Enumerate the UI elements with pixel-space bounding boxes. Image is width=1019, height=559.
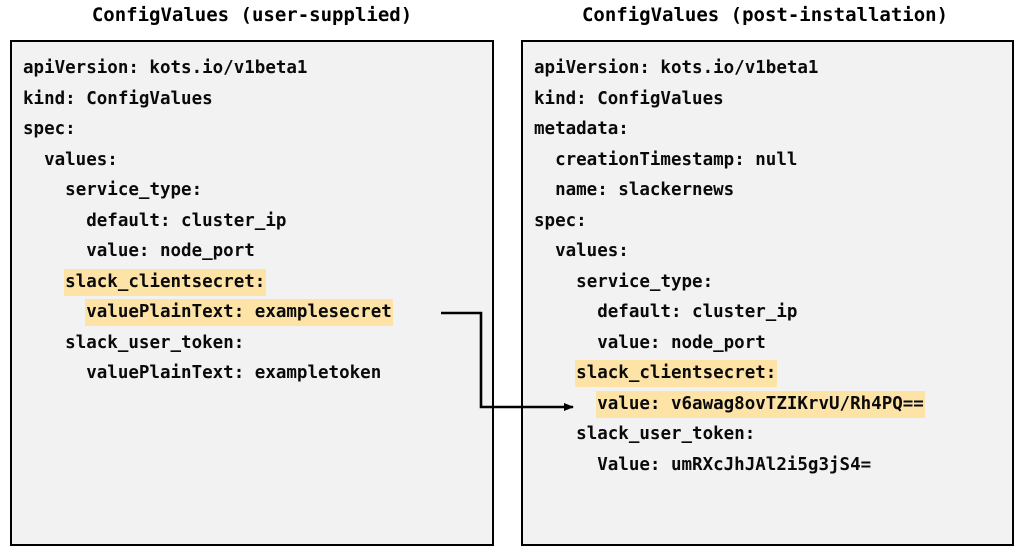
left-code-text: values: — [44, 149, 118, 170]
right-code-text: slack_user_token: — [576, 424, 756, 444]
right-code-indent — [534, 241, 555, 261]
right-code-text: creationTimestamp: null — [555, 149, 798, 170]
right-code-line: slack_clientsecret: — [534, 358, 1012, 389]
right-code-text-highlighted: slack_clientsecret: — [576, 361, 777, 386]
right-code-text: kind: ConfigValues — [534, 88, 724, 109]
right-code-indent — [534, 455, 597, 475]
right-code-text: service_type: — [576, 271, 714, 292]
left-code-line: service_type: — [23, 175, 492, 206]
left-code-text: default: cluster_ip — [86, 210, 287, 231]
left-code-indent — [23, 272, 65, 292]
left-code-text-highlighted: valuePlainText: examplesecret — [86, 300, 392, 325]
left-code-indent — [23, 333, 65, 353]
right-code-indent — [534, 394, 597, 414]
right-code-line: values: — [534, 236, 1012, 267]
right-code-text: name: slackernews — [555, 180, 735, 200]
left-panel-title: ConfigValues (user-supplied) — [91, 4, 413, 26]
left-code-indent — [23, 302, 86, 322]
right-code-text: metadata: — [534, 119, 629, 139]
right-code-line: spec: — [534, 206, 1012, 237]
right-code-indent — [534, 302, 597, 322]
left-code-box: apiVersion: kots.io/v1beta1 kind: ConfigV… — [10, 40, 494, 546]
right-code-box: apiVersion: kots.io/v1beta1 kind: ConfigV… — [521, 40, 1014, 546]
right-code-text: default: cluster_ip — [597, 302, 798, 322]
right-panel: ConfigValues (post-installation) apiVers… — [511, 0, 1019, 559]
right-code-line: value: node_port — [534, 328, 1012, 359]
right-code-indent — [534, 180, 555, 200]
right-code-indent — [534, 424, 576, 444]
left-code-text: apiVersion: kots.io/v1beta1 — [23, 58, 308, 78]
right-code-lines: apiVersion: kots.io/v1beta1 kind: ConfigV… — [534, 53, 1012, 480]
right-code-line: apiVersion: kots.io/v1beta1 — [534, 53, 1012, 84]
right-code-line: slack_user_token: — [534, 419, 1012, 450]
right-code-line: kind: ConfigValues — [534, 84, 1012, 115]
left-code-text: service_type: — [65, 180, 203, 200]
left-code-line: default: cluster_ip — [23, 206, 492, 237]
left-code-lines: apiVersion: kots.io/v1beta1 kind: ConfigV… — [23, 53, 492, 389]
right-code-indent — [534, 363, 576, 383]
right-code-text-highlighted: value: v6awag8ovTZIKrvU/Rh4PQ== — [597, 391, 924, 417]
left-panel: ConfigValues (user-supplied) apiVersion:… — [0, 0, 504, 559]
right-code-text: value: node_port — [597, 332, 766, 353]
right-code-indent — [534, 150, 555, 170]
left-code-line: slack_clientsecret: — [23, 267, 492, 298]
right-code-line: creationTimestamp: null — [534, 145, 1012, 176]
left-code-line: spec: — [23, 114, 492, 145]
left-code-line: slack_user_token: — [23, 328, 492, 359]
right-code-line: value: v6awag8ovTZIKrvU/Rh4PQ== — [534, 389, 1012, 420]
left-code-line: valuePlainText: examplesecret — [23, 297, 492, 328]
right-code-text: spec: — [534, 210, 587, 231]
left-code-text: spec: — [23, 119, 76, 139]
right-panel-title: ConfigValues (post-installation) — [581, 4, 949, 26]
right-code-line: Value: umRXcJhJAl2i5g3jS4= — [534, 450, 1012, 481]
left-code-text: slack_user_token: — [65, 332, 245, 353]
right-code-line: metadata: — [534, 114, 1012, 145]
right-code-text: Value: umRXcJhJAl2i5g3jS4= — [597, 454, 872, 475]
left-code-indent — [23, 211, 86, 231]
right-code-line: service_type: — [534, 267, 1012, 298]
left-code-text: value: node_port — [86, 241, 255, 261]
left-code-text: valuePlainText: exampletoken — [86, 363, 382, 383]
right-code-text: values: — [555, 241, 629, 261]
left-code-text-highlighted: slack_clientsecret: — [65, 269, 266, 295]
left-code-indent — [23, 180, 65, 200]
left-code-line: value: node_port — [23, 236, 492, 267]
left-code-indent — [23, 150, 44, 170]
right-code-indent — [534, 333, 597, 353]
right-code-line: default: cluster_ip — [534, 297, 1012, 328]
left-code-text: kind: ConfigValues — [23, 88, 213, 109]
right-code-indent — [534, 272, 576, 292]
left-code-line: kind: ConfigValues — [23, 84, 492, 115]
right-code-line: name: slackernews — [534, 175, 1012, 206]
right-code-text: apiVersion: kots.io/v1beta1 — [534, 58, 819, 78]
left-code-line: values: — [23, 145, 492, 176]
left-code-indent — [23, 363, 86, 383]
left-code-indent — [23, 241, 86, 261]
left-code-line: apiVersion: kots.io/v1beta1 — [23, 53, 492, 84]
left-code-line: valuePlainText: exampletoken — [23, 358, 492, 389]
